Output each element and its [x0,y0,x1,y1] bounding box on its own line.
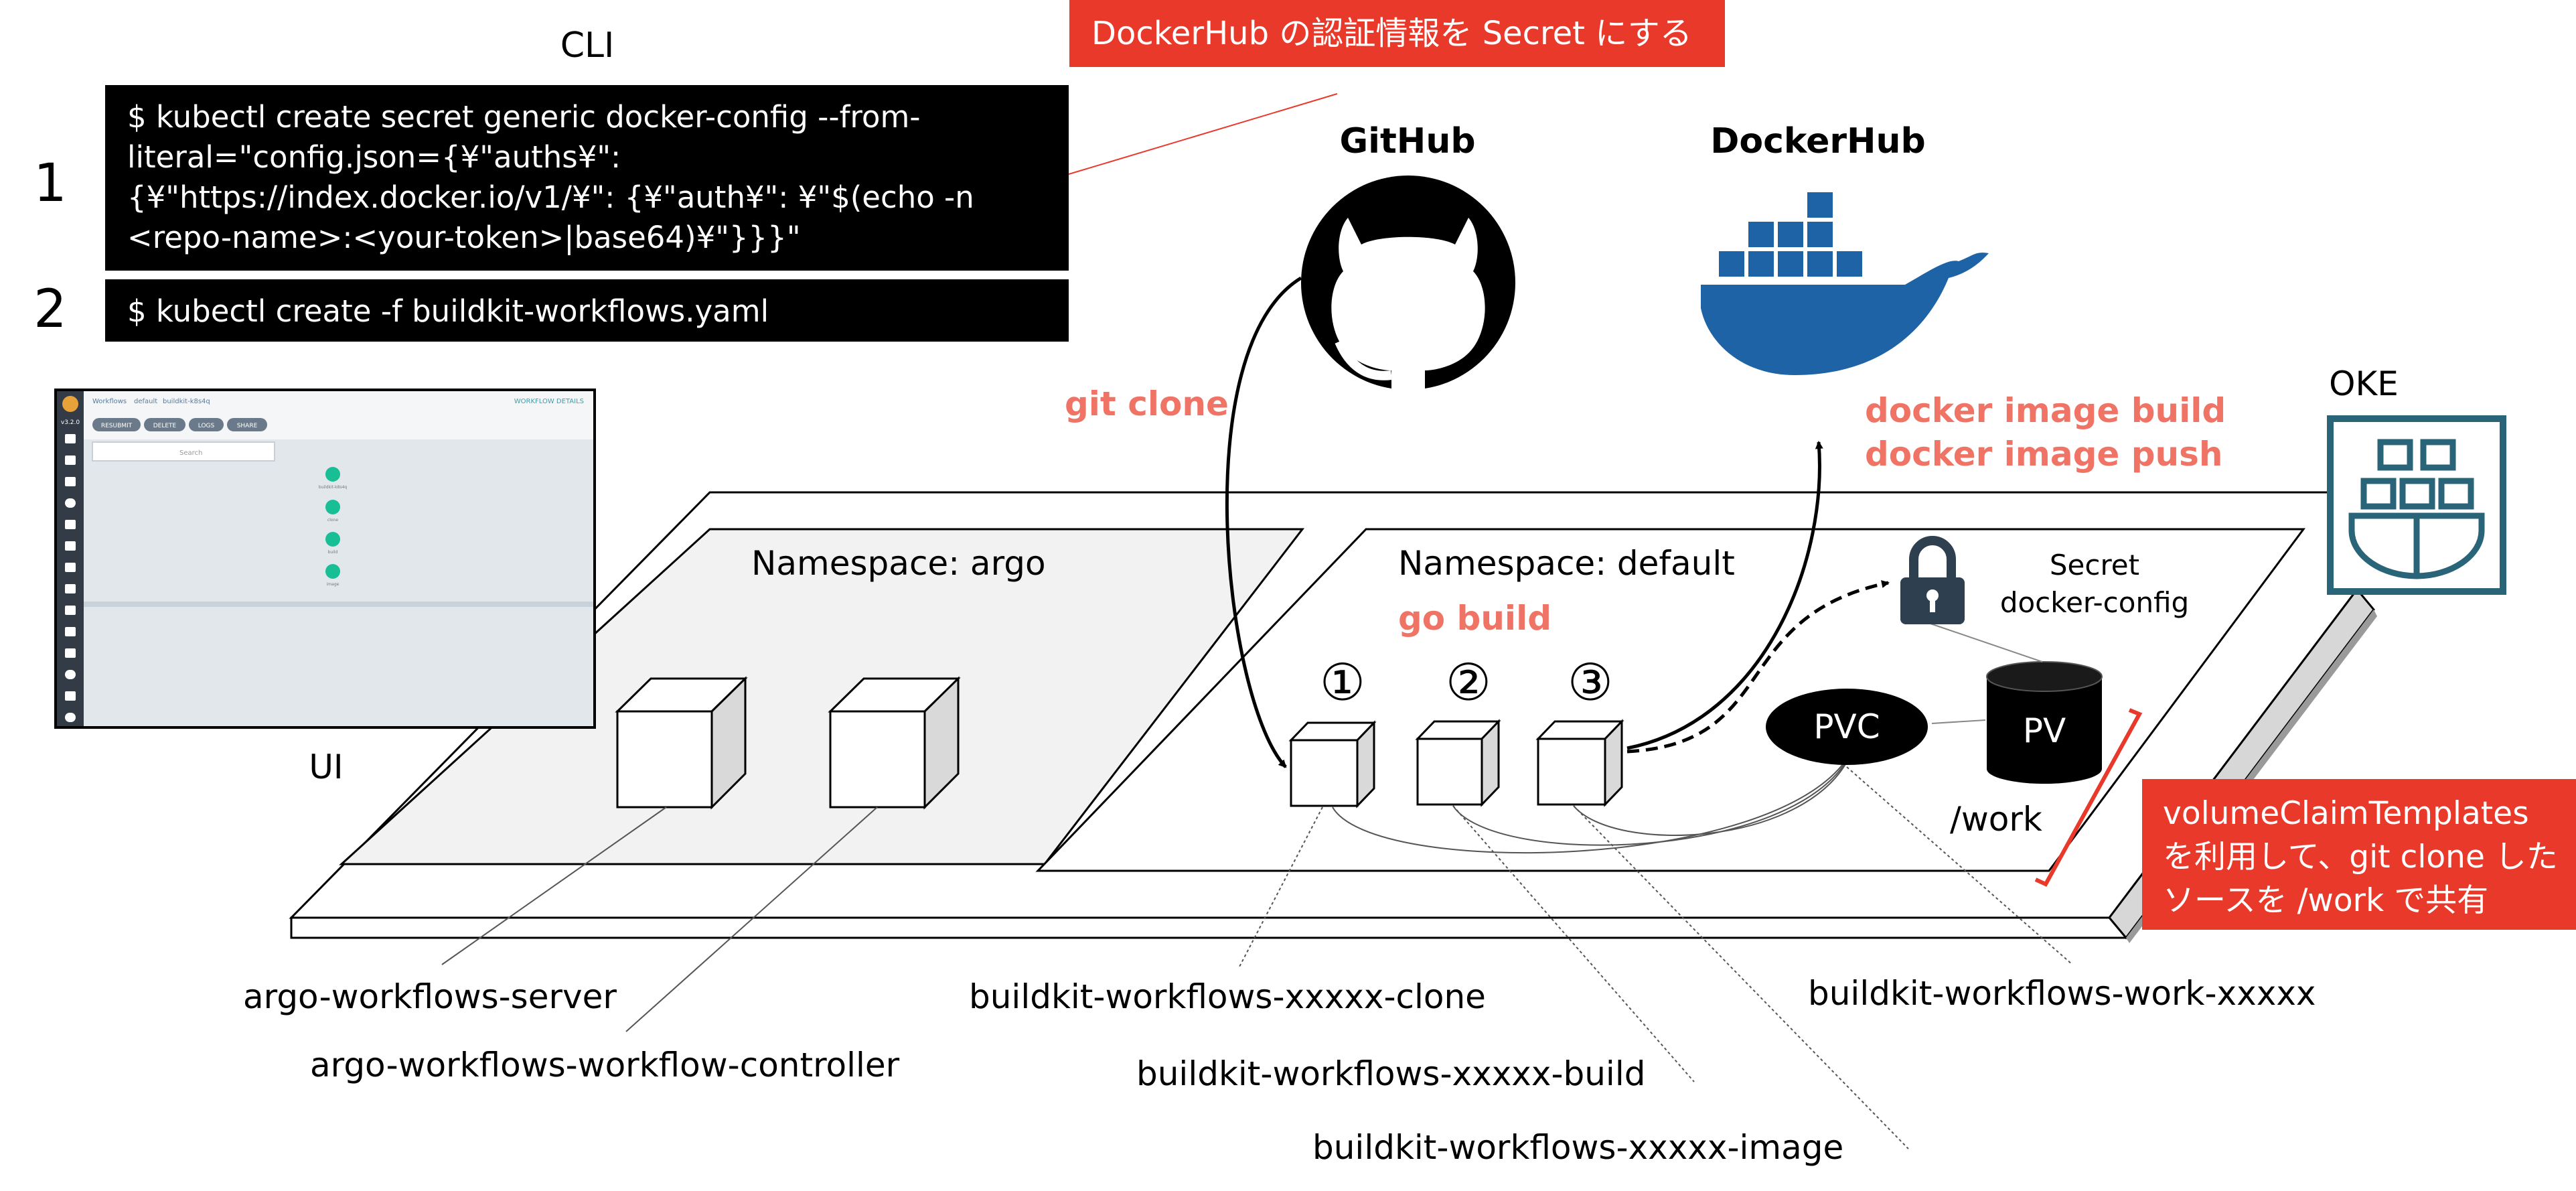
ui-scrollbar [84,602,593,607]
namespace-argo-label: Namespace: argo [751,544,1046,583]
oke-label: OKE [2329,364,2399,403]
argo-logo-icon [62,396,78,412]
ui-button-resubmit: RESUBMIT [101,423,133,429]
ui-breadcrumb-1: Workflows [92,398,127,405]
github-label: GitHub [1339,121,1475,161]
volume-callout: volumeClaimTemplates を利用して、git clone した … [2142,779,2576,930]
ui-button-share: SHARE [237,423,258,429]
secret-name-label: docker-config [2000,586,2189,619]
secret-label: Secret [2050,549,2139,581]
pvc-pv-link [1931,719,1986,724]
work-path-label: /work [1950,800,2042,839]
cli-step1-box: $ kubectl create secret generic docker-c… [105,85,1069,271]
ui-search-placeholder: Search [179,449,202,457]
ui-button-delete: DELETE [153,423,177,429]
pod-label-argo-server: argo-workflows-server [243,977,617,1016]
work-bracket [2034,708,2143,887]
ui-node-4: image [327,582,339,587]
namespace-default-label: Namespace: default [1398,544,1735,583]
ui-node-1: buildkit-k8s4q [319,485,348,490]
docker-whale-icon [1701,192,1989,375]
cli-step1-line-1: $ kubectl create secret generic docker-c… [127,99,921,135]
secret-callout-text: DockerHub の認証情報を Secret にする [1091,15,1692,52]
clone-pod [1288,720,1377,809]
dockerhub-label: DockerHub [1710,121,1926,161]
ui-search-box [92,441,275,462]
pvc-label: PVC [1813,707,1880,746]
pod-label-clone: buildkit-workflows-xxxxx-clone [969,977,1486,1016]
volume-mount-curves [1332,754,1851,854]
volume-callout-line-1: volumeClaimTemplates [2163,795,2529,832]
pod-label-argo-controller: argo-workflows-workflow-controller [310,1046,900,1084]
ui-workflow-nodes: buildkit-k8s4q clone build image [319,467,348,587]
pod-label-build: buildkit-workflows-xxxxx-build [1136,1054,1645,1093]
secret-pv-link [1928,622,2043,662]
oke-icon [2327,415,2506,595]
docker-build-label: docker image build [1865,391,2226,430]
ui-version: v3.2.0 [61,419,80,426]
cli-step2-line: $ kubectl create -f buildkit-workflows.y… [127,293,769,329]
ui-action-buttons: RESUBMIT DELETE LOGS SHARE [92,418,267,431]
pv: PV [1986,661,2103,784]
cli-step1-line-2: literal="config.json={¥"auths¥": [127,139,621,175]
step-2-number: 2 [33,279,67,340]
step-1-number: 1 [33,153,67,214]
pod-label-work: buildkit-workflows-work-xxxxx [1808,974,2316,1013]
pv-label: PV [2023,711,2066,750]
git-clone-label: git clone [1065,384,1229,423]
ui-node-2: clone [327,518,338,522]
leader-lines [441,93,2073,1149]
lock-icon [1900,536,1965,624]
cli-step1-line-4: <repo-name>:<your-token>|base64)¥"}}}" [127,220,801,255]
argo-ui-screenshot: v3.2.0 Workflows default buildkit-k8s4q … [54,389,596,729]
github-icon [1301,176,1515,390]
ui-button-logs: LOGS [198,423,215,429]
build-pod [1415,719,1501,807]
secret-ref-arrow [1626,580,1890,754]
argo-controller-pod [828,676,961,810]
step-3-label: ③ [1568,652,1613,712]
ui-node-3: build [328,550,338,555]
step-2-label: ② [1446,652,1491,712]
image-pod [1535,719,1624,807]
step-1-label: ① [1320,652,1365,712]
cli-step1-line-3: {¥"https://index.docker.io/v1/¥": {¥"aut… [127,180,974,215]
cli-step2-box: $ kubectl create -f buildkit-workflows.y… [105,279,1069,342]
docker-build-arrow [1626,441,1823,750]
pvc: PVC [1766,689,1928,765]
volume-callout-line-3: ソースを /work で共有 [2163,882,2488,919]
secret-callout: DockerHub の認証情報を Secret にする [1069,0,1725,67]
argo-server-pod [615,676,748,810]
volume-callout-line-2: を利用して、git clone した [2163,839,2558,875]
go-build-label: go build [1398,599,1551,638]
ui-label: UI [309,748,343,786]
pod-label-image: buildkit-workflows-xxxxx-image [1312,1128,1843,1167]
cli-title: CLI [560,25,615,66]
ui-header-right: WORKFLOW DETAILS [514,398,584,405]
ui-sidebar-icons [65,434,76,722]
ui-breadcrumb-3: buildkit-k8s4q [163,398,210,405]
ui-breadcrumb-2: default [134,398,157,405]
docker-push-label: docker image push [1865,435,2223,474]
git-clone-arrow [1225,276,1302,768]
